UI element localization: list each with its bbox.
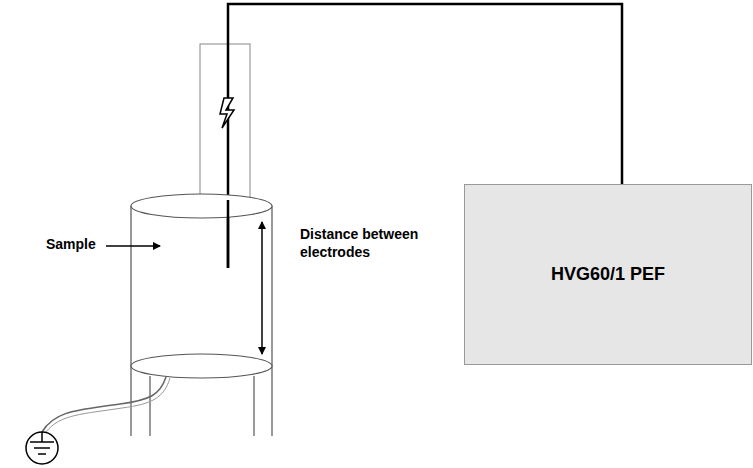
hv-wire — [227, 200, 230, 268]
cylinder-leg — [149, 376, 150, 436]
ground-wire — [42, 377, 166, 432]
ground-symbol — [38, 453, 46, 455]
distance-label: Distance between electrodes — [300, 226, 420, 261]
cylinder-leg — [253, 376, 254, 436]
bottom-electrode — [131, 354, 272, 378]
lightning-symbol — [220, 98, 234, 128]
ground-symbol — [41, 432, 43, 442]
cylinder-wall — [271, 206, 272, 436]
node-text: HVG60/1 PEF — [551, 264, 665, 285]
electrode-holder — [200, 44, 250, 204]
ground-wire — [46, 378, 170, 432]
generator-box: HVG60/1 PEF — [464, 184, 752, 365]
sample-pointer — [106, 245, 160, 247]
ground-symbol — [30, 441, 54, 443]
ground-symbol — [34, 447, 50, 449]
top-electrode — [131, 194, 272, 218]
distance-arrow — [261, 222, 263, 354]
sample-label: Sample — [46, 236, 106, 254]
ground-symbol — [26, 432, 58, 464]
